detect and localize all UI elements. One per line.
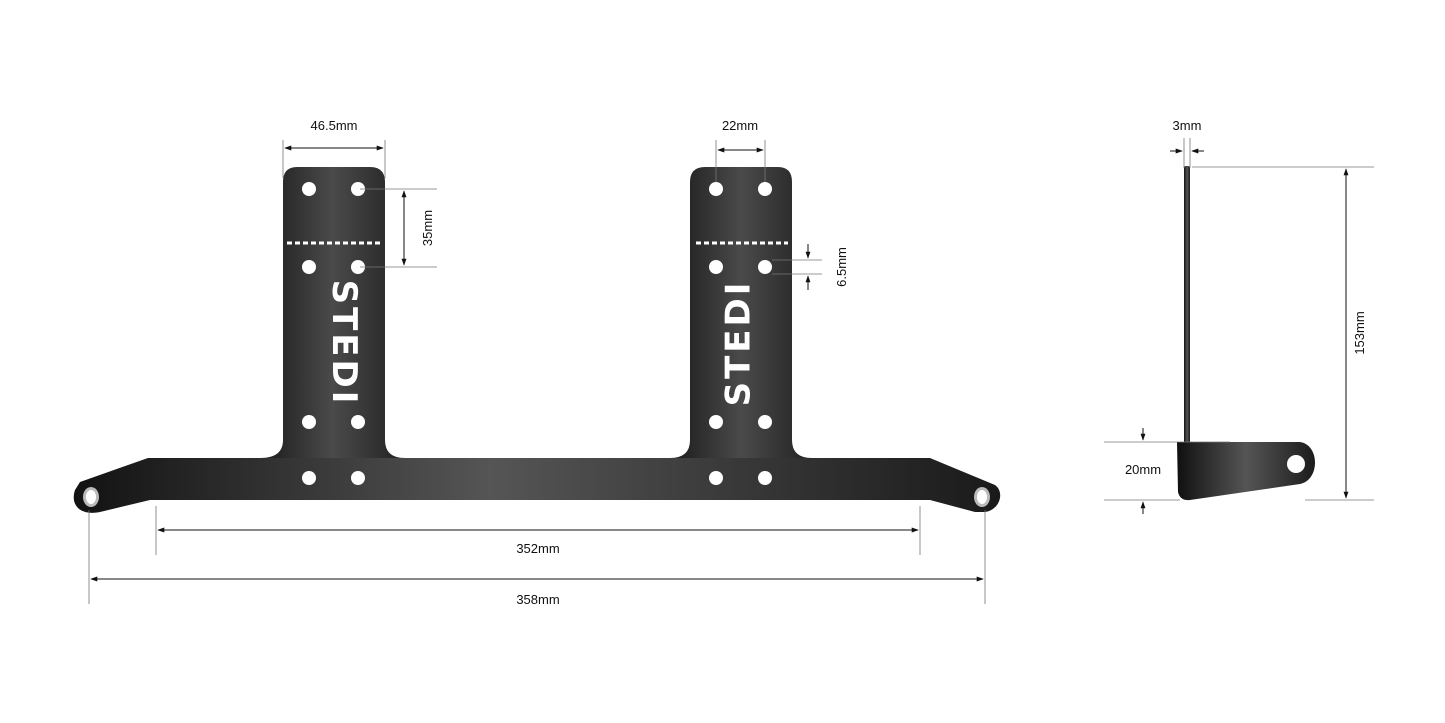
hole	[351, 471, 365, 485]
dim-hole-diameter: 6.5mm	[834, 247, 849, 287]
bracket-front-view: STEDI STEDI	[73, 167, 1001, 513]
hole	[302, 182, 316, 196]
left-upright-tab	[260, 167, 405, 458]
dim-thickness: 3mm	[1173, 118, 1202, 133]
hole	[351, 260, 365, 274]
hole	[709, 415, 723, 429]
bracket-bar	[73, 458, 1001, 513]
hole	[709, 471, 723, 485]
right-logo: STEDI	[719, 280, 759, 407]
hole	[758, 260, 772, 274]
dim-foot-height: 20mm	[1125, 462, 1161, 477]
hole	[302, 471, 316, 485]
side-foot-hole	[1287, 455, 1305, 473]
dim-inner-span: 352mm	[516, 541, 559, 556]
dim-hole-spacing: 35mm	[420, 210, 435, 246]
dim-tab-width-left: 46.5mm	[311, 118, 358, 133]
right-tab-holes	[709, 182, 772, 485]
hole	[758, 415, 772, 429]
hole	[302, 415, 316, 429]
side-foot	[1177, 442, 1315, 501]
bracket-side-view	[1177, 166, 1315, 501]
right-mount-hole	[974, 487, 990, 507]
dim-overall-length: 358mm	[516, 592, 559, 607]
right-upright-tab	[670, 167, 812, 458]
side-view-dimensions: 3mm 153mm 20mm	[1104, 118, 1374, 514]
hole	[709, 182, 723, 196]
left-mount-hole	[83, 487, 99, 507]
hole	[302, 260, 316, 274]
hole	[351, 182, 365, 196]
dim-overall-height: 153mm	[1352, 311, 1367, 354]
hole	[758, 182, 772, 196]
left-logo: STEDI	[324, 280, 364, 407]
hole	[758, 471, 772, 485]
hole	[709, 260, 723, 274]
dim-tab-width-right: 22mm	[722, 118, 758, 133]
hole	[351, 415, 365, 429]
side-upright	[1184, 166, 1190, 446]
front-view-dimensions: 46.5mm 22mm 35mm 6.5mm 352mm 358mm	[88, 118, 986, 607]
left-tab-holes	[302, 182, 365, 485]
